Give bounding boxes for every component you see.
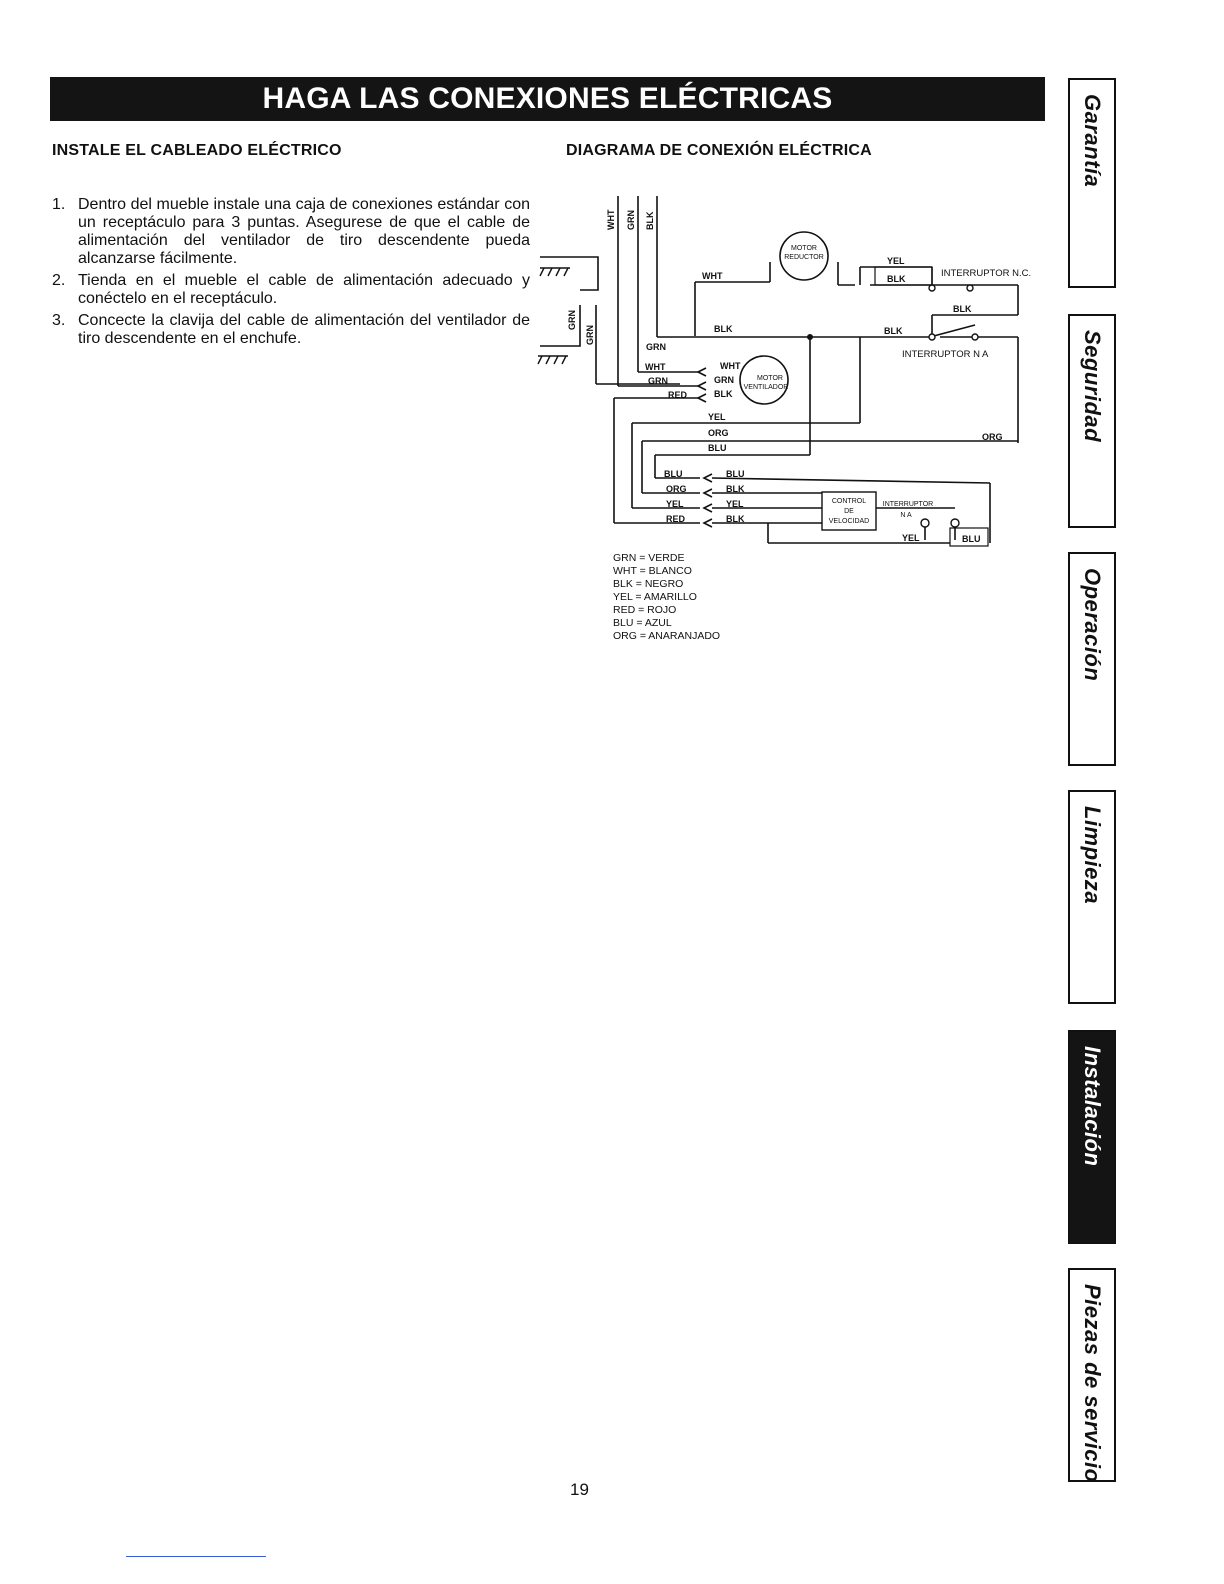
label-yel-nc: YEL: [887, 256, 905, 266]
label-red-fan-left: RED: [668, 390, 688, 400]
tab-piezas-de-servicio[interactable]: Piezas de servicio: [1068, 1268, 1116, 1483]
label-org-left: ORG: [666, 484, 687, 494]
legend-item: YEL = AMARILLO: [613, 591, 697, 603]
label-org-mid: ORG: [708, 428, 729, 438]
legend-item: BLU = AZUL: [613, 617, 672, 629]
label-blk-right-2: BLK: [726, 514, 745, 524]
tab-operacion[interactable]: Operación: [1068, 552, 1116, 766]
step-number: 1.: [52, 196, 66, 213]
label-motor-reductor: MOTOR: [791, 245, 817, 252]
label-blu-mid: BLU: [708, 443, 727, 453]
tab-label: Piezas de servicio: [1080, 1284, 1105, 1483]
step-item: 3. Concecte la clavija del cable de alime…: [52, 312, 530, 348]
step-number: 3.: [52, 312, 66, 329]
page-number: 19: [570, 1480, 589, 1499]
tab-label: Seguridad: [1080, 330, 1105, 443]
footer-line: [126, 1556, 266, 1557]
label-blk-fan-right: BLK: [714, 389, 733, 399]
label-reductor: REDUCTOR: [784, 254, 824, 261]
gear-motor-circle: [779, 231, 829, 281]
label-na-small: N A: [900, 512, 912, 519]
label-wht-fan-left: WHT: [645, 362, 666, 372]
label-blk-right-1: BLK: [726, 484, 745, 494]
label-red-left: RED: [666, 514, 686, 524]
tab-label: Garantía: [1080, 94, 1105, 188]
tab-limpieza[interactable]: Limpieza: [1068, 790, 1116, 1004]
label-blk-nc: BLK: [887, 274, 906, 284]
label-interruptor-small: INTERRUPTOR: [883, 501, 933, 508]
wires: [540, 196, 1019, 544]
label-grn-cord: GRN: [626, 210, 636, 230]
wiring-diagram: WHT GRN BLK GRN GRN WHT YEL BLK BLK BLK …: [537, 196, 1031, 547]
speed-control-box: [821, 491, 877, 531]
label-de: DE: [844, 508, 854, 515]
label-blu-terminal: BLU: [962, 534, 981, 544]
label-ventilador: VENTILADOR: [744, 384, 789, 391]
ground-symbol: [537, 267, 570, 365]
section-heading-diagram: DIAGRAMA DE CONEXIÓN ELÉCTRICA: [566, 142, 872, 159]
label-yel-terminal: YEL: [902, 533, 920, 543]
legend-item: ORG = ANARANJADO: [613, 630, 721, 642]
step-text: Dentro del mueble instale una caja de co…: [78, 196, 530, 267]
label-interruptor-nc: INTERRUPTOR N.C.: [941, 268, 1031, 279]
step-item: 2. Tienda en el mueble el cable de alimen…: [52, 272, 530, 308]
label-control: CONTROL: [832, 498, 866, 505]
label-wht-reductor: WHT: [702, 271, 723, 281]
label-blu-left: BLU: [664, 469, 683, 479]
step-item: 1. Dentro del mueble instale una caja de …: [52, 196, 530, 268]
color-legend: GRN = VERDE WHT = BLANCO BLK = NEGRO YEL…: [613, 552, 720, 643]
section-heading-wiring: INSTALE EL CABLEADO ELÉCTRICO: [52, 142, 342, 159]
step-number: 2.: [52, 272, 66, 289]
legend-item: BLK = NEGRO: [613, 578, 684, 590]
legend-item: RED = ROJO: [613, 604, 677, 616]
label-yel-mid: YEL: [708, 412, 726, 422]
label-interruptor-na: INTERRUPTOR N A: [902, 349, 989, 360]
label-grn-ground-a: GRN: [567, 310, 577, 330]
step-text: Concecte la clavija del cable de aliment…: [78, 312, 530, 347]
label-org-right: ORG: [982, 432, 1003, 442]
label-grn-fan-right: GRN: [714, 375, 734, 385]
fan-motor-circle: [739, 355, 789, 405]
legend-item: GRN = VERDE: [613, 552, 685, 564]
instruction-steps: 1. Dentro del mueble instale una caja de …: [52, 196, 530, 352]
blu-terminal-box: [949, 527, 989, 547]
label-velocidad: VELOCIDAD: [829, 518, 869, 525]
label-yel-right: YEL: [726, 499, 744, 509]
label-blk-na: BLK: [884, 326, 903, 336]
switch-contacts: [920, 284, 979, 528]
label-blu-right: BLU: [726, 469, 745, 479]
legend-item: WHT = BLANCO: [613, 565, 692, 577]
nc-switch-box: [874, 266, 933, 286]
label-blk-loop: BLK: [953, 304, 972, 314]
label-yel-left: YEL: [666, 499, 684, 509]
page-banner: HAGA LAS CONEXIONES ELÉCTRICAS: [50, 77, 1045, 121]
label-wht-fan-right: WHT: [720, 361, 741, 371]
tab-seguridad[interactable]: Seguridad: [1068, 314, 1116, 528]
tab-instalacion[interactable]: Instalación: [1068, 1030, 1116, 1244]
label-wht-cord: WHT: [606, 209, 616, 230]
label-motor-ventilador: MOTOR: [757, 375, 783, 382]
tab-label: Instalación: [1080, 1046, 1105, 1167]
tab-label: Limpieza: [1080, 806, 1105, 905]
junction-dot: [807, 334, 813, 340]
step-text: Tienda en el mueble el cable de alimenta…: [78, 272, 530, 307]
label-grn-ground-b: GRN: [585, 325, 595, 345]
label-grn-fan-left: GRN: [648, 376, 668, 386]
tab-garantia[interactable]: Garantía: [1068, 78, 1116, 288]
tab-label: Operación: [1080, 568, 1105, 682]
label-grn-fan: GRN: [646, 342, 666, 352]
label-blk-main: BLK: [714, 324, 733, 334]
label-blk-cord: BLK: [645, 211, 655, 230]
